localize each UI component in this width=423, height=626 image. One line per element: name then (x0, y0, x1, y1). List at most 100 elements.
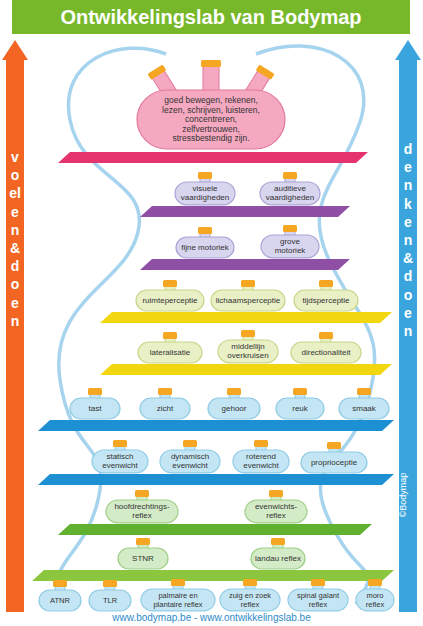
flask-text: zicht (143, 405, 187, 414)
flask-bulb (39, 590, 81, 611)
flask-text: hoofdrechtings- reflex (109, 503, 175, 521)
cork (198, 227, 212, 234)
flask-label-group: zuig en zoek reflex (219, 589, 281, 612)
flask-text: landau reflex (254, 555, 302, 564)
flask-text: goed bewegen, rekenen, lezen, schrijven,… (158, 96, 264, 144)
skill-flask: TLR (88, 580, 132, 612)
flask-label-group: TLR (88, 594, 132, 608)
cork (271, 538, 285, 545)
flask-bulb (301, 452, 367, 473)
flask-text: palmaire en plantaire reflex (144, 592, 212, 609)
flask-label-group: spinal galant reflex (287, 589, 349, 612)
platform-band (140, 206, 350, 217)
flask-bulb (261, 235, 319, 258)
flask-bulb (138, 342, 202, 363)
skill-flask: smaak (338, 388, 390, 420)
flask-text: roterend evenwicht (236, 453, 286, 471)
platform-band (38, 420, 394, 431)
skill-flask: ruimteperceptie (135, 280, 205, 312)
flask-label-group: dynamisch evenwicht (159, 450, 221, 474)
platform-band (140, 259, 350, 270)
flask-label-group: tijdsperceptie (293, 294, 359, 309)
cork (147, 64, 166, 79)
flask-bulb (176, 237, 234, 258)
flask-text: grove motoriek (264, 238, 316, 256)
cork (163, 332, 177, 339)
skill-flask: visuele vaardigheden (174, 172, 236, 206)
cork (256, 64, 275, 79)
cork (311, 579, 325, 586)
skill-flask: gehoor (207, 388, 261, 420)
flask-bulb (276, 398, 324, 419)
cork (368, 579, 382, 586)
cork (319, 280, 333, 287)
flask-text: ruimteperceptie (139, 297, 201, 306)
flask-text: dynamisch evenwicht (163, 453, 217, 471)
flask-bulb (211, 290, 285, 311)
cork (243, 579, 257, 586)
result-flask: goed bewegen, rekenen, lezen, schrijven,… (136, 60, 286, 150)
flask-text: zuig en zoek reflex (223, 592, 277, 609)
flask-text: middellijn overkruisen (221, 343, 275, 361)
cork (103, 580, 117, 587)
skill-flask: auditieve vaardigheden (259, 172, 321, 206)
flask-bulb (106, 500, 178, 523)
flask-label-group: roterend evenwicht (232, 450, 290, 474)
cork (319, 332, 333, 339)
flask-label-group: tast (69, 402, 121, 417)
flask-bulb (89, 590, 131, 611)
skill-flask: ATNR (38, 580, 82, 612)
flask-label-group: ATNR (38, 594, 82, 608)
flask-text: tast (73, 405, 117, 414)
orange-arrow (2, 40, 28, 612)
flask-label-group: landau reflex (250, 552, 306, 567)
platform-band (100, 312, 392, 323)
cork (269, 490, 283, 497)
skill-flask: statisch evenwicht (91, 440, 149, 474)
flask-label-group: reuk (275, 402, 325, 417)
flask-label-group: statisch evenwicht (91, 450, 149, 474)
platform-band (58, 152, 368, 163)
flask-text: tijdsperceptie (297, 297, 355, 306)
flask-bulb (92, 450, 148, 473)
flask-label-group: lateralisatie (137, 346, 203, 361)
flask-label-group: smaak (338, 402, 390, 417)
cork (357, 388, 371, 395)
flask-label-group: evenwichts- reflex (244, 500, 308, 524)
flask-text: proprioceptie (304, 459, 364, 468)
cork (201, 60, 221, 67)
flask-label-group: auditieve vaardigheden (259, 182, 321, 206)
flask-text: ATNR (42, 597, 78, 605)
flask-bulb (218, 340, 278, 363)
flask-text: auditieve vaardigheden (263, 185, 317, 203)
cork (198, 172, 212, 179)
cork (88, 388, 102, 395)
skill-flask: palmaire en plantaire reflex (140, 579, 216, 612)
skill-flask: tast (69, 388, 121, 420)
flask-text: visuele vaardigheden (178, 185, 232, 203)
skill-flask: dynamisch evenwicht (159, 440, 221, 474)
flask-bulb (260, 182, 320, 205)
flask-label-group: zicht (139, 402, 191, 417)
flask-text: gehoor (211, 405, 257, 414)
cork (163, 280, 177, 287)
flask-text: evenwichts- reflex (248, 503, 304, 521)
skill-flask: directionaliteit (290, 332, 362, 364)
flask-text: moro reflex (359, 592, 391, 609)
skill-flask: spinal galant reflex (287, 579, 349, 612)
flask-label-group: STNR (117, 552, 169, 567)
flask-label-group: directionaliteit (290, 346, 362, 361)
flask-label-group: gehoor (207, 402, 261, 417)
flask-label-group: goed bewegen, rekenen, lezen, schrijven,… (136, 92, 286, 148)
cork (283, 172, 297, 179)
cork (158, 388, 172, 395)
flask-text: directionaliteit (294, 349, 358, 358)
flask-text: STNR (121, 555, 165, 564)
flask-text: TLR (92, 597, 128, 605)
flask-text: lichaamsperceptie (214, 297, 282, 306)
cork (254, 440, 268, 447)
flask-label-group: lichaamsperceptie (210, 294, 286, 309)
cork (183, 440, 197, 447)
flask-label-group: grove motoriek (260, 235, 320, 259)
flask-text: lateralisatie (141, 349, 199, 358)
